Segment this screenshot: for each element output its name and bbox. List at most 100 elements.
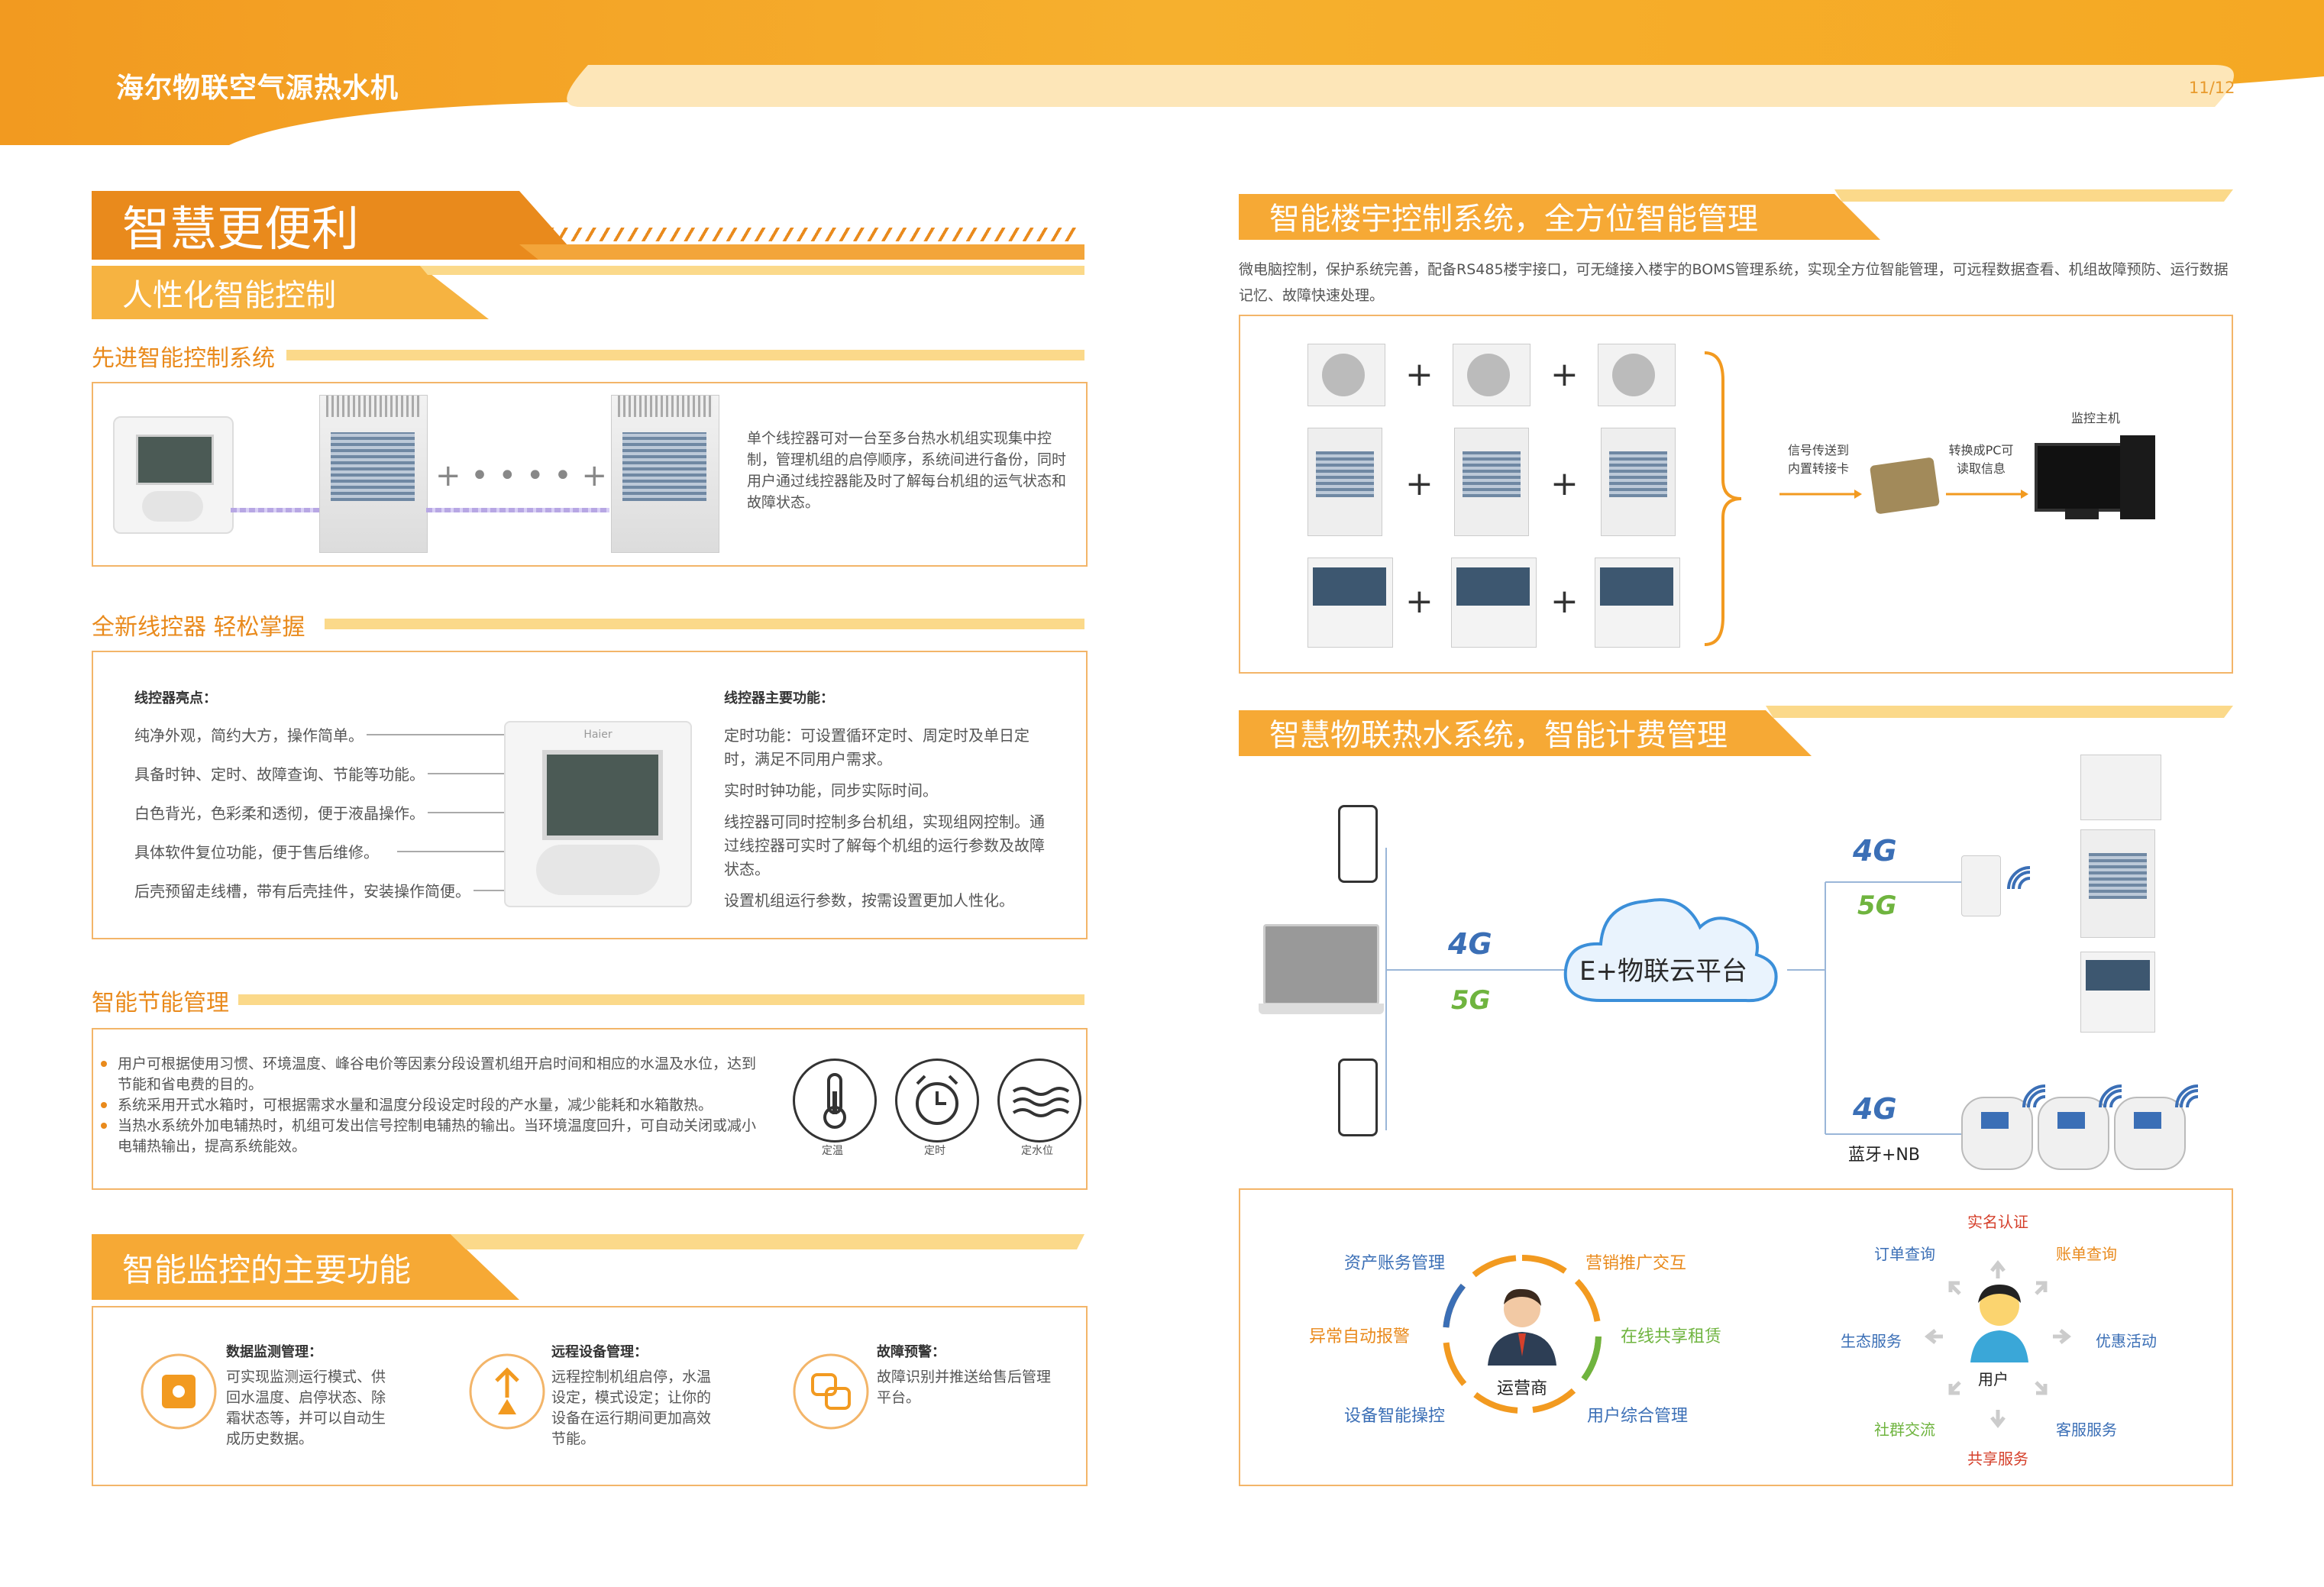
highlight-item: 纯净外观，简约大方，操作简单。 [134, 726, 364, 745]
user-avatar-icon [1970, 1285, 2028, 1362]
functions-title: 线控器主要功能： [724, 690, 834, 706]
banner-iot: 智慧物联热水系统，智能计费管理 [1239, 706, 1773, 759]
banner-building-title: 智能楼宇控制系统，全方位智能管理 [1269, 202, 1758, 237]
wifi-signal-icon [2099, 1084, 2122, 1108]
unit-coil [1463, 451, 1521, 497]
highlight-leader-lines [367, 734, 504, 891]
plus-sign: + [1550, 355, 1579, 394]
network-5g-label: 5G [1451, 985, 1491, 1016]
energy-bullet-text: 系统采用开式水箱时，可根据需求水量和温度分段设定时段的产水量，减少能耗和水箱散热… [118, 1097, 713, 1113]
wifi-signal-icon [2175, 1084, 2199, 1108]
controller-brand: Haier [583, 729, 613, 741]
plus-sign: + [1405, 582, 1434, 621]
user-item: 客服服务 [2056, 1421, 2117, 1439]
water-level-label: 定水位 [1021, 1145, 1053, 1157]
cloud-platform-label: E+物联云平台 [1579, 956, 1747, 987]
network-5g-label: 5G [1857, 890, 1897, 921]
section-title-energy: 智能节能管理 [92, 990, 229, 1017]
modular-unit-image [2080, 952, 2155, 1033]
building-desc: 微电脑控制，保护系统完善，配备RS485楼宇接口，可无缝接入楼宇的BOMS管理系… [1239, 261, 2229, 304]
banner-iot-title: 智慧物联热水系统，智能计费管理 [1269, 718, 1728, 753]
split-unit-image [1307, 344, 1385, 406]
banner-main: 智慧更便利 [92, 192, 519, 257]
energy-bullet: 当热水系统外加电辅热时，机组可发出信号控制电辅热的输出。当环境温度回升，可自动关… [101, 1116, 765, 1157]
unit-fan-icon [1467, 354, 1510, 396]
iot-connection-lines [1385, 848, 1978, 1135]
monitor-screen [2035, 443, 2131, 512]
tower-unit-image [2080, 829, 2155, 938]
functions-list: 定时功能：可设置循环定时、周定时及单日定时，满足不同用户需求。 实时时钟功能，同… [724, 724, 1052, 913]
tower-unit-image [1601, 428, 1676, 536]
plus-sign: + [1405, 464, 1434, 503]
modular-unit-image [1307, 558, 1393, 648]
user-arrows-icon [1924, 1259, 2072, 1429]
plus-sign: + [1405, 355, 1434, 394]
wifi-signal-icon [2022, 1084, 2046, 1108]
control-system-box [92, 382, 1088, 567]
unit-fan-icon [1612, 354, 1655, 396]
operator-item: 设备智能操控 [1344, 1407, 1446, 1426]
plus-sign: + [1550, 582, 1579, 621]
wired-controller-image [113, 416, 234, 534]
user-item: 共享服务 [1967, 1450, 2028, 1468]
banner-main-title: 智慧更便利 [122, 201, 360, 257]
control-system-desc: 单个线控器可对一台至多台热水机组实现集中控制，管理机组的启停顺序，系统间进行备份… [747, 430, 1067, 511]
pc-tower [2120, 435, 2155, 519]
meter-display [2134, 1112, 2161, 1129]
heat-pump-unit-image [611, 395, 719, 553]
section-title-control-system: 先进智能控制系统 [92, 345, 275, 372]
smart-meter-image [1961, 1097, 2033, 1170]
user-item: 账单查询 [2056, 1245, 2117, 1263]
energy-bullet: 系统采用开式水箱时，可根据需求水量和温度分段设定时段的产水量，减少能耗和水箱散热… [101, 1095, 765, 1116]
operator-item: 在线共享租赁 [1621, 1327, 1722, 1346]
unit-fan-grille [618, 396, 713, 417]
highlight-item: 具体软件复位功能，便于售后维修。 [134, 843, 379, 861]
monitor-host-label: 监控主机 [2071, 411, 2121, 425]
network-4g-label: 4G [1448, 927, 1492, 961]
highlights-title: 线控器亮点： [134, 690, 217, 706]
unit-fan-icon [1322, 354, 1365, 396]
remote-device-icon [469, 1353, 545, 1430]
banner-monitor: 智能监控的主要功能 [92, 1236, 489, 1300]
page-number: 11/12 [2189, 79, 2235, 97]
bluetooth-nb-label: 蓝牙+NB [1848, 1146, 1920, 1165]
monitor-item-title: 远程设备管理： [551, 1344, 648, 1360]
arrow-right-icon [1946, 490, 2028, 499]
highlights-list: 纯净外观，简约大方，操作简单。 具备时钟、定时、故障查询、节能等功能。 白色背光… [134, 724, 532, 919]
wifi-signal-icon [2007, 866, 2031, 890]
laptop-image [1259, 924, 1384, 1017]
connection-line-2 [426, 508, 609, 512]
monitor-item-text: 可实现监测运行模式、供回水温度、启停状态、除霜状态等，并可以自动生成历史数据。 [226, 1369, 386, 1447]
header-title: 海尔物联空气源热水机 [116, 73, 399, 104]
function-item: 定时功能：可设置循环定时、周定时及单日定时，满足不同用户需求。 [724, 726, 1029, 768]
function-item: 设置机组运行参数，按需设置更加人性化。 [724, 891, 1014, 910]
pc-convert-label: 转换成PC可读取信息 [1948, 443, 2014, 476]
operator-label: 运营商 [1496, 1379, 1547, 1398]
operator-item: 异常自动报警 [1309, 1327, 1411, 1346]
banner-stripes [466, 228, 1077, 241]
bullet-dot-icon [101, 1102, 107, 1108]
brace-icon [1704, 351, 1742, 646]
function-item: 实时时钟功能，同步实际时间。 [724, 781, 938, 800]
user-item: 订单查询 [1874, 1245, 1935, 1263]
controller-screen [136, 435, 214, 485]
bullet-dot-icon [101, 1123, 107, 1129]
smartphone-image [1338, 1059, 1378, 1136]
energy-bullet: 用户可根据使用习惯、环境温度、峰谷电价等因素分段设置机组开启时间和相应的水温及水… [101, 1054, 765, 1095]
unit-panel [2086, 960, 2150, 991]
unit-coil [331, 432, 415, 501]
banner-sub-shape [92, 266, 1084, 319]
unit-panel [1313, 567, 1386, 606]
unit-panel [1456, 567, 1530, 606]
smart-meter-image [2038, 1097, 2109, 1170]
highlight-item: 具备时钟、定时、故障查询、节能等功能。 [134, 765, 425, 784]
user-item: 实名认证 [1967, 1213, 2028, 1231]
split-unit-image [1453, 344, 1530, 406]
unit-coil [2089, 853, 2147, 899]
modular-unit-image [1451, 558, 1537, 648]
controller-large-image: Haier [504, 721, 692, 907]
smart-meter-image [2114, 1097, 2186, 1170]
iot-module-image [1961, 855, 2001, 916]
unit-coil [622, 432, 706, 501]
thermometer-label: 定温 [822, 1145, 843, 1157]
